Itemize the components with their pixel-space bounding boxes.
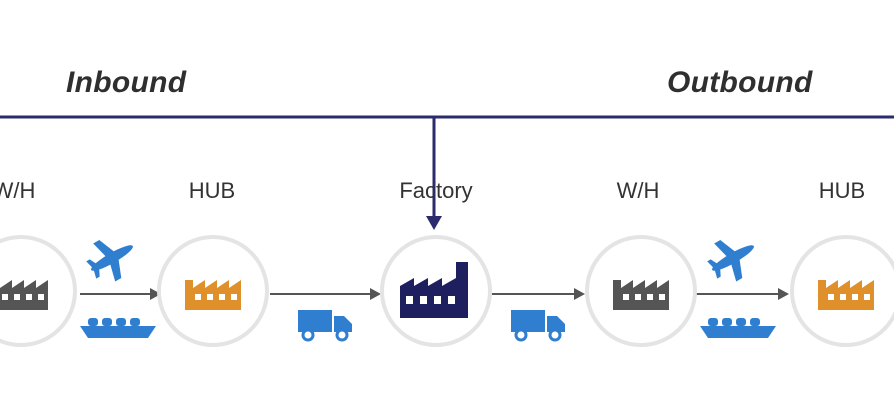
node-wh-outbound <box>585 235 697 347</box>
node-hub-inbound <box>157 235 269 347</box>
factory-icon <box>613 280 669 310</box>
connector-arrow <box>492 288 585 300</box>
node-wh-inbound <box>0 235 77 347</box>
ship-icon <box>700 318 776 338</box>
airplane-icon <box>86 239 133 282</box>
truck-icon <box>511 310 565 342</box>
node-label-factory: Factory <box>399 178 473 203</box>
node-label-hub-outbound: HUB <box>818 178 866 203</box>
node-label-wh-outbound: W/H <box>616 178 660 203</box>
factory-drop-arrowhead <box>426 216 442 230</box>
inbound-title: Inbound <box>66 66 187 99</box>
factory-icon <box>185 280 241 310</box>
factory-icon <box>0 280 48 310</box>
ship-icon <box>80 318 156 338</box>
node-factory <box>380 235 492 347</box>
factory-icon <box>818 280 874 310</box>
node-label-hub-inbound: HUB <box>188 178 236 203</box>
connector-arrow <box>270 288 381 300</box>
node-label-wh-inbound: W/H <box>0 178 36 203</box>
connector-arrow <box>80 288 161 300</box>
airplane-icon <box>707 239 754 282</box>
connector-arrow <box>696 288 789 300</box>
node-hub-outbound <box>790 235 894 347</box>
truck-icon <box>298 310 352 342</box>
factory-icon <box>400 262 468 318</box>
outbound-title: Outbound <box>667 66 813 99</box>
